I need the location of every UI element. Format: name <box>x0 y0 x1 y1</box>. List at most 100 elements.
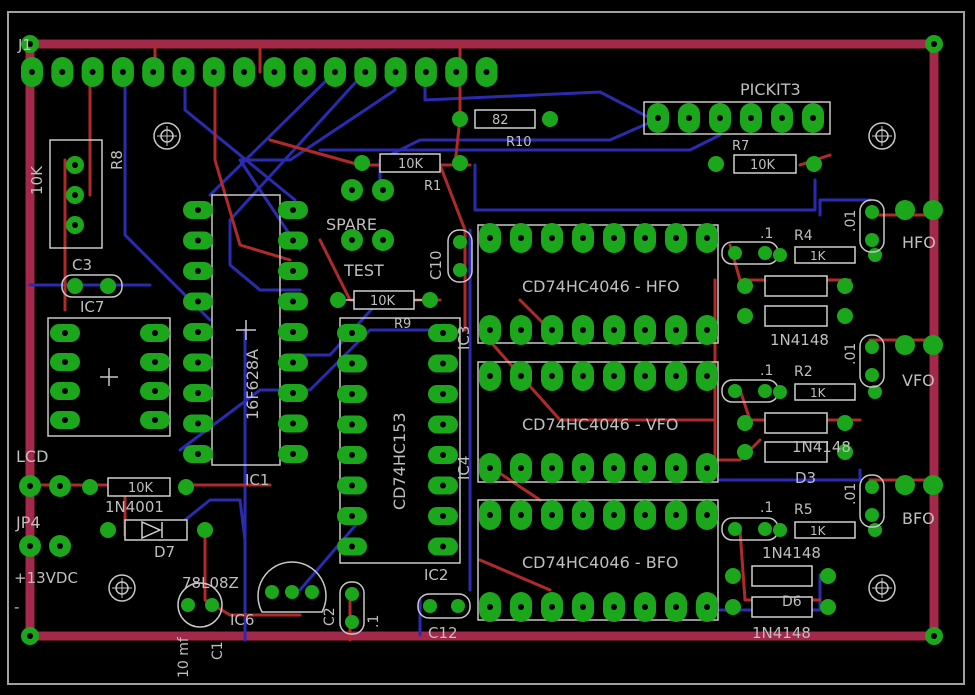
ic5-pins-pin-hole <box>487 604 493 610</box>
minus-label: - <box>14 598 19 616</box>
resistor-lcd: 10K <box>82 477 194 497</box>
r-lcd-value: 10K <box>128 481 154 496</box>
ic3-pins-pin-hole <box>611 235 617 241</box>
mounting-holes <box>108 122 896 602</box>
d1-value: 1N4148 <box>770 331 829 349</box>
ic4-pins-pin-hole <box>549 373 555 379</box>
j1-pin-hole <box>150 69 157 75</box>
pickit3-pin-hole <box>717 115 723 121</box>
capacitor-c1: 10 mf C1 <box>176 582 226 678</box>
j1-pin-hole <box>301 69 308 75</box>
ic5-pins-pin-hole <box>611 604 617 610</box>
j1-pin-hole <box>119 69 126 75</box>
board-outline <box>7 11 965 685</box>
ic5-pins-pin-hole <box>518 512 524 518</box>
ic7-label: IC7 <box>80 298 104 316</box>
c-side-hfo: .01 <box>843 210 859 232</box>
r4-value: 1K <box>810 249 827 263</box>
pickit3-pin-hole <box>810 115 816 121</box>
ic3-pins-pin-hole <box>704 235 710 241</box>
resistor-r9: 10K R9 <box>330 290 438 332</box>
ic5-pins-pin-hole <box>704 512 710 518</box>
ic3-pins-pin-hole <box>487 327 493 333</box>
ic3-pins-pin-hole <box>549 235 555 241</box>
capacitor-c10: C10 <box>427 229 473 283</box>
ic1-pin-hole <box>290 420 296 427</box>
ic2-pin-hole <box>440 452 446 458</box>
ic4-label: IC4 <box>455 456 473 480</box>
ic1-pin-hole <box>290 359 296 366</box>
lcd-label: LCD <box>16 447 48 466</box>
r2-value: 1K <box>810 386 827 400</box>
ic5-pins-pin-hole <box>580 604 586 610</box>
r4-label: R4 <box>794 228 813 244</box>
power-label: +13VDC <box>14 569 78 587</box>
corner-pads <box>21 35 943 645</box>
ic2-pin-hole <box>440 391 446 397</box>
ic1-pin-hole <box>290 237 296 244</box>
ic7-pin-hole <box>62 417 68 423</box>
ic1-pin-hole <box>290 268 296 274</box>
r9-label: R9 <box>394 317 411 332</box>
c3-label: C3 <box>72 256 92 274</box>
ic1-pin-hole <box>195 390 201 396</box>
r8-value-label: 10K <box>28 165 46 195</box>
ic3-pins-pin-hole <box>673 235 679 241</box>
pickit3-pin-hole <box>748 115 754 121</box>
bfo-network: .1 R5 1K 1N4148 D6 1N4148 .01 BFO <box>721 474 943 642</box>
c1-label: C1 <box>210 641 226 660</box>
ic4-pins-pin-hole <box>487 465 493 471</box>
ic4-pins-pin-hole <box>580 465 586 471</box>
ic7-pin-hole <box>152 359 158 365</box>
ic4-pins-pin-hole <box>642 373 648 379</box>
ic3-pins-pin-hole <box>518 327 524 333</box>
c10-label: C10 <box>427 250 445 280</box>
ic4-pins-pin-hole <box>673 465 679 471</box>
ic1-pin-hole <box>290 298 296 305</box>
j1-pin-hole <box>89 69 96 75</box>
j1-pin-hole <box>392 69 399 75</box>
ic5-pins-pin-hole <box>673 512 679 518</box>
ic3-pins-pin-hole <box>487 235 493 241</box>
r9-value: 10K <box>370 294 396 309</box>
ic5-pins-pin-hole <box>704 604 710 610</box>
j1-pin-hole <box>29 69 35 75</box>
ic4-pins-pin-hole <box>673 373 679 379</box>
ic4-pins-pin-hole <box>704 465 710 471</box>
ic7-pin-hole <box>62 388 68 394</box>
ic3-pins-pin-hole <box>704 327 710 333</box>
ic2-pin-hole <box>349 330 355 336</box>
ic4-pins-pin-hole <box>704 373 710 379</box>
r2-label: R2 <box>794 364 813 380</box>
ic4-pins-pin-hole <box>580 373 586 379</box>
ic3-pins-pin-hole <box>673 327 679 333</box>
vfo-label: VFO <box>902 371 935 390</box>
ic3-pins-pin-hole <box>580 235 586 241</box>
ic1-value: 16F628A <box>243 349 262 420</box>
bfo-label: BFO <box>902 509 935 528</box>
ic1-pin-hole <box>195 329 201 335</box>
ic7-pin-hole <box>62 330 68 336</box>
ic5-package: CD74HC4046 - BFO <box>477 499 719 622</box>
c-side-bfo: .01 <box>843 483 859 505</box>
j1-pin-hole <box>59 69 66 75</box>
ic5-pins-pin-hole <box>549 512 555 518</box>
ic3-label: IC3 <box>455 326 473 350</box>
ic1-pin-hole <box>195 359 201 366</box>
ic2-pin-hole <box>349 482 355 489</box>
ic2-package: CD74HC153 IC2 <box>337 317 461 584</box>
spare-label: SPARE <box>326 215 377 234</box>
ic4-pins-pin-hole <box>518 465 524 471</box>
resistor-r1: 10K R1 <box>354 153 468 194</box>
ic4-value: CD74HC4046 - VFO <box>522 415 678 434</box>
ic3-value: CD74HC4046 - HFO <box>522 277 680 296</box>
ic1-pin-hole <box>195 298 201 305</box>
diode-d7: 1N4001 D7 <box>100 498 213 561</box>
resistor-r7: 10K R7 <box>708 139 822 174</box>
ic2-pin-hole <box>440 482 446 489</box>
ic5-pins-pin-hole <box>487 512 493 518</box>
j1-pin-hole <box>483 69 490 75</box>
j1-label: J1 <box>17 36 32 54</box>
ic1-pin-hole <box>290 207 296 213</box>
